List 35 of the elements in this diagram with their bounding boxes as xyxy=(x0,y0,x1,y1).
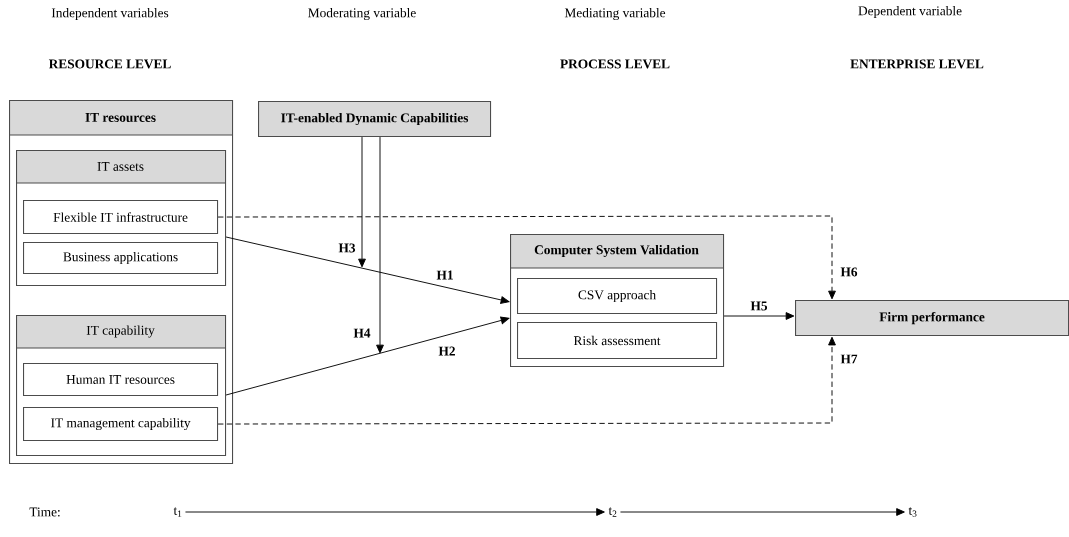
level-heading: ENTERPRISE LEVEL xyxy=(850,59,984,69)
column-heading: Independent variables xyxy=(51,7,169,21)
column-heading: Mediating variable xyxy=(564,7,666,21)
edge-label: H5 xyxy=(749,300,769,312)
edge-label: H2 xyxy=(437,345,457,357)
time-point-label: t$_{3}$ xyxy=(908,507,917,517)
variable-box: Business applications xyxy=(23,242,219,275)
column-heading: Dependent variable xyxy=(858,5,962,19)
time-point-label: t$_{2}$ xyxy=(608,507,617,517)
arrow xyxy=(723,312,795,320)
arrow xyxy=(358,136,366,268)
dashed-arrow xyxy=(217,336,836,425)
arrow xyxy=(376,136,384,354)
variable-box: Human IT resources xyxy=(23,363,219,397)
variable-box: Flexible IT infrastructure xyxy=(23,200,219,235)
dashed-arrow xyxy=(217,215,836,300)
level-heading: PROCESS LEVEL xyxy=(560,59,670,69)
variable-box: IT-enabled Dynamic Capabilities xyxy=(258,101,492,138)
variable-box: CSV approach xyxy=(517,278,718,315)
arrow xyxy=(185,508,605,516)
edge-label: H7 xyxy=(839,353,859,365)
level-heading: RESOURCE LEVEL xyxy=(48,59,171,69)
variable-box: Risk assessment xyxy=(517,322,718,360)
arrow xyxy=(225,236,510,304)
column-heading: Moderating variable xyxy=(308,7,416,21)
variable-box: Firm performance xyxy=(795,300,1069,337)
arrow xyxy=(620,508,905,516)
variable-box: IT management capability xyxy=(23,407,219,442)
edge-label: H6 xyxy=(839,266,859,278)
edge-label: H1 xyxy=(435,269,455,281)
time-point-label: t$_{1}$ xyxy=(173,507,182,517)
time-label: Time: xyxy=(29,507,60,517)
edge-label: H4 xyxy=(352,327,372,339)
arrow xyxy=(225,316,510,396)
edge-label: H3 xyxy=(337,242,357,254)
